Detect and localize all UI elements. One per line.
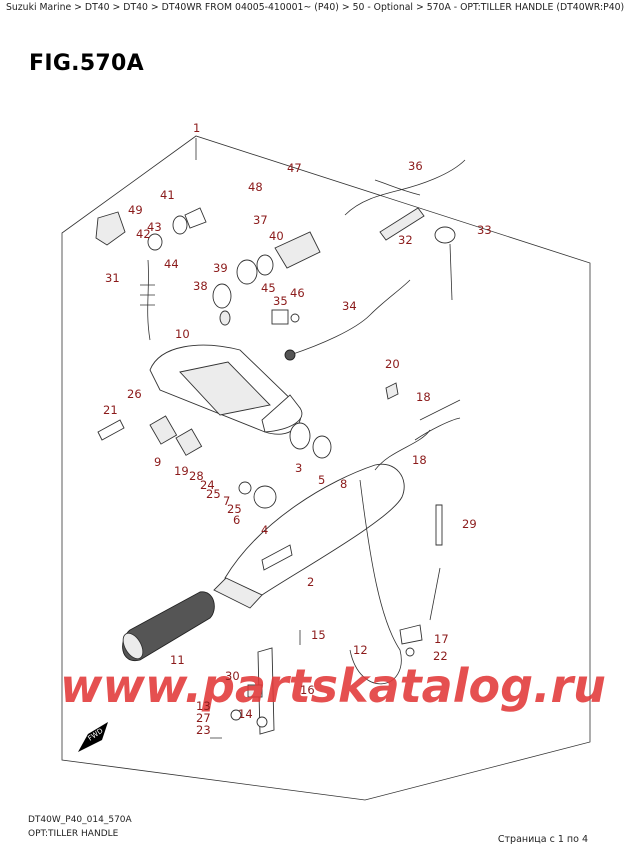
callout-24: 24: [200, 478, 215, 492]
callout-45: 45: [261, 281, 276, 295]
footer-code: DT40W_P40_014_570A: [28, 815, 132, 825]
footer-name: OPT:TILLER HANDLE: [28, 829, 119, 839]
callout-42: 42: [136, 227, 151, 241]
callout-16: 16: [300, 683, 315, 697]
callout-layer: 1 2 3 4 5 6 7 8 9 10 11 12 13 14 15 16 1…: [103, 121, 492, 737]
grip-part: [122, 591, 215, 662]
tiller-handle-part: [213, 463, 405, 609]
callout-48: 48: [248, 180, 263, 194]
page-info: Страница с 1 по 4: [497, 834, 588, 845]
shift-cable: [414, 399, 461, 441]
figure-title: FIG.570A: [29, 51, 144, 76]
callout-46: 46: [290, 286, 305, 300]
callout-12: 12: [353, 643, 368, 657]
callout-10: 10: [175, 327, 190, 341]
callout-13: 13: [196, 699, 211, 713]
key-switch-assembly: [212, 231, 321, 326]
throttle-cable: [349, 429, 431, 685]
watermark: www.partskatalog.ru: [60, 659, 606, 713]
callout-39: 39: [213, 261, 228, 275]
frame-outline: [61, 135, 591, 801]
callout-33: 33: [477, 223, 492, 237]
callout-28: 28: [189, 469, 204, 483]
bracket-part: [149, 344, 303, 435]
callout-19: 19: [174, 464, 189, 478]
callout-23: 23: [196, 723, 211, 737]
wire-harness: [284, 159, 466, 361]
callout-6: 6: [233, 513, 240, 527]
small-parts-right: [385, 382, 443, 657]
callout-27: 27: [196, 711, 211, 725]
callout-7: 7: [223, 494, 230, 508]
callout-32: 32: [398, 233, 413, 247]
callout-41: 41: [160, 188, 175, 202]
callout-8: 8: [340, 477, 347, 491]
diagram-page: Suzuki Marine > DT40 > DT40 > DT40WR FRO…: [6, 2, 624, 845]
callout-36: 36: [408, 159, 423, 173]
callout-22: 22: [433, 649, 448, 663]
callout-29: 29: [462, 517, 477, 531]
callout-4: 4: [261, 523, 268, 537]
callout-9: 9: [154, 455, 161, 469]
callout-38: 38: [193, 279, 208, 293]
callout-34: 34: [342, 299, 357, 313]
callout-25b: 25: [227, 502, 242, 516]
fwd-arrow-icon: FWD: [78, 722, 108, 752]
callout-35: 35: [273, 294, 288, 308]
callout-11: 11: [170, 653, 185, 667]
breadcrumb[interactable]: Suzuki Marine > DT40 > DT40 > DT40WR FRO…: [6, 2, 624, 13]
callout-44: 44: [164, 257, 179, 271]
callout-15: 15: [311, 628, 326, 642]
callout-14: 14: [238, 707, 253, 721]
callout-1: 1: [193, 121, 200, 135]
callout-25: 25: [206, 487, 221, 501]
callout-18b: 18: [412, 453, 427, 467]
callout-17: 17: [434, 632, 449, 646]
callout-3: 3: [295, 461, 302, 475]
callout-2: 2: [307, 575, 314, 589]
lower-bracket: [210, 630, 301, 739]
callout-43: 43: [147, 220, 162, 234]
callout-18: 18: [416, 390, 431, 404]
callout-21: 21: [103, 403, 118, 417]
washer-stack: [97, 415, 332, 509]
callout-49: 49: [128, 203, 143, 217]
callout-37: 37: [253, 213, 268, 227]
parts-diagram: FWD www.partskatalog.ru 1 2 3 4 5 6 7 8 …: [60, 121, 606, 801]
callout-20: 20: [385, 357, 400, 371]
callout-30: 30: [225, 669, 240, 683]
callout-40: 40: [269, 229, 284, 243]
callout-5: 5: [318, 473, 325, 487]
callout-26: 26: [127, 387, 142, 401]
stop-switch-assembly: [95, 207, 207, 341]
callout-31: 31: [105, 271, 120, 285]
callout-47: 47: [287, 161, 302, 175]
